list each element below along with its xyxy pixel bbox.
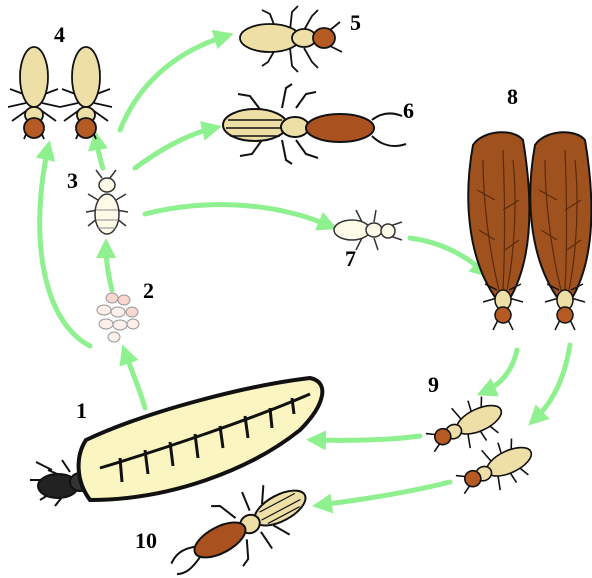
arrow-larva-to-soldier-worker (120, 36, 226, 130)
label-1: 1 (76, 398, 87, 423)
label-3: 3 (67, 168, 78, 193)
arrow-alate-right-to-dealate (534, 345, 570, 420)
arrow-queen-to-eggs (125, 352, 145, 408)
label-9: 9 (428, 372, 439, 397)
worker-termite-icon (8, 47, 112, 139)
dealate-termite-icon (421, 390, 540, 505)
winged-termite-icon (468, 132, 591, 330)
label-8: 8 (507, 84, 518, 109)
label-4: 4 (54, 22, 65, 47)
arrow-alate-left-to-dealate (484, 350, 517, 392)
queen-termite-icon (30, 378, 322, 506)
arrow-eggs-to-workers (40, 148, 90, 346)
arrow-larva-to-workers (96, 138, 103, 168)
egg-cluster-icon (97, 293, 139, 342)
label-5: 5 (350, 10, 361, 35)
arrow-larva-to-soldier (135, 128, 214, 168)
soldier-termite-icon (223, 84, 406, 164)
larva-icon (86, 170, 128, 234)
soldier-worker-termite-icon (240, 6, 342, 72)
arrow-dealate-to-queen (314, 436, 420, 440)
arrow-eggs-to-larva (106, 246, 112, 290)
label-2: 2 (143, 278, 154, 303)
label-7: 7 (345, 246, 356, 271)
label-6: 6 (403, 98, 414, 123)
arrow-larva-to-nymph (145, 205, 330, 226)
label-10: 10 (135, 528, 157, 553)
nymph-icon (334, 210, 402, 250)
arrow-dealate-to-king (320, 482, 450, 505)
